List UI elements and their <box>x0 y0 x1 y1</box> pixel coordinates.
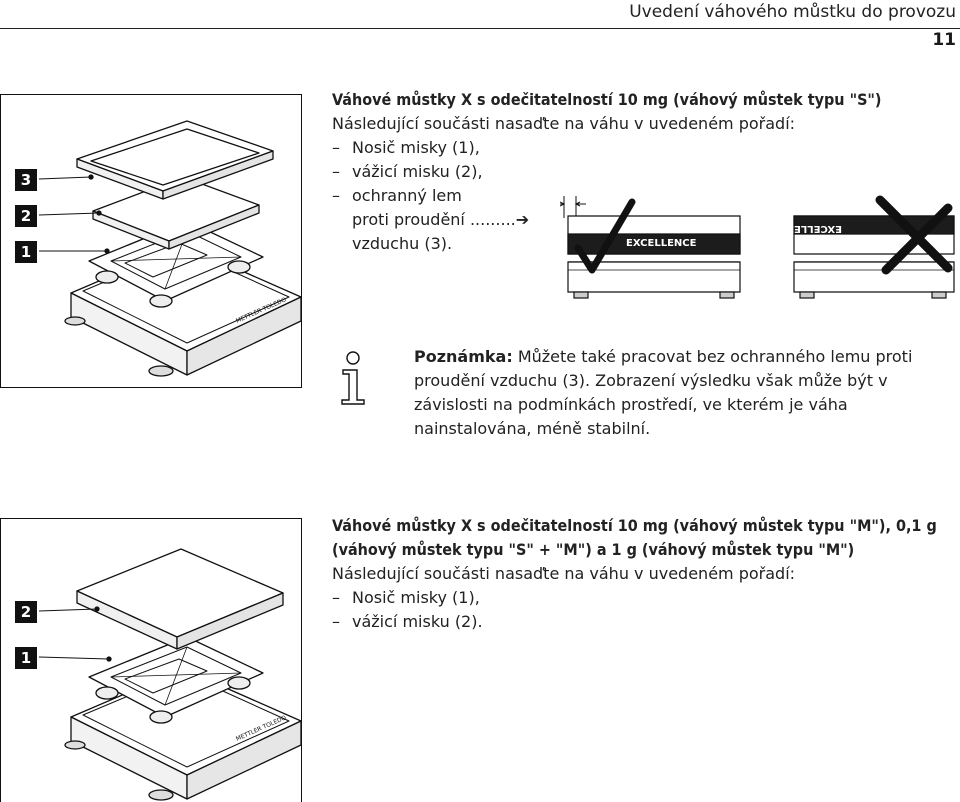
checkmark-icon <box>574 198 636 274</box>
figure-label-2: 2 <box>15 205 37 227</box>
section-m-text: Váhové můstky X s odečitatelností 10 mg … <box>332 514 958 634</box>
section-s-title: Váhové můstky X s odečitatelností 10 mg … <box>332 90 882 109</box>
section-m-title: Váhové můstky X s odečitatelností 10 mg … <box>332 516 937 559</box>
list-item: vzduchu (3). <box>352 234 453 253</box>
section-s-text: Váhové můstky X s odečitatelností 10 mg … <box>332 88 958 256</box>
wrong-orientation-figure: EXCELLENCE <box>771 190 960 305</box>
note-block: Poznámka: Můžete také pracovat bez ochra… <box>414 345 958 441</box>
cross-icon <box>875 195 953 275</box>
correct-orientation-figure: EXCELLENCE <box>554 190 750 305</box>
list-item: –ochranný lem <box>332 186 462 205</box>
scale-s-illustration: METTLER TOLEDO <box>38 120 301 377</box>
note-label: Poznámka: <box>414 347 513 366</box>
note-text: Můžete také pracovat bez ochranného lemu… <box>414 347 913 438</box>
figure-scale-m-type: METTLER TOLEDO 2 1 <box>0 518 302 802</box>
figure-label-1: 1 <box>15 647 37 669</box>
figure-scale-s-type: METTLER TOLEDO 3 2 1 <box>0 94 302 388</box>
list-item: –vážicí misku (2), <box>332 162 483 181</box>
page-header: Uvedení váhového můstku do provozu 11 <box>0 0 960 56</box>
list-item: –Nosič misky (1), <box>332 588 480 607</box>
correct-shield-label: EXCELLENCE <box>626 238 697 249</box>
section-s-intro: Následující součásti nasaďte na váhu v u… <box>332 114 796 133</box>
list-item: proti proudění .........➔ <box>352 210 530 229</box>
scale-m-illustration: METTLER TOLEDO <box>38 548 301 801</box>
list-item: –vážicí misku (2). <box>332 612 483 631</box>
wrong-shield-illustration: EXCELLENCE <box>771 195 955 299</box>
section-m-intro: Následující součásti nasaďte na váhu v u… <box>332 564 796 583</box>
figure-label-3: 3 <box>15 169 37 191</box>
correct-shield-illustration: EXCELLENCE <box>554 196 741 299</box>
header-title: Uvedení váhového můstku do provozu <box>629 2 956 22</box>
figure-label-1: 1 <box>15 241 37 263</box>
info-icon <box>336 350 370 406</box>
wrong-shield-label: EXCELLENCE <box>782 223 842 234</box>
list-item: –Nosič misky (1), <box>332 138 480 157</box>
header-rule <box>0 28 960 29</box>
page-number: 11 <box>932 30 956 50</box>
figure-label-2: 2 <box>15 601 37 623</box>
